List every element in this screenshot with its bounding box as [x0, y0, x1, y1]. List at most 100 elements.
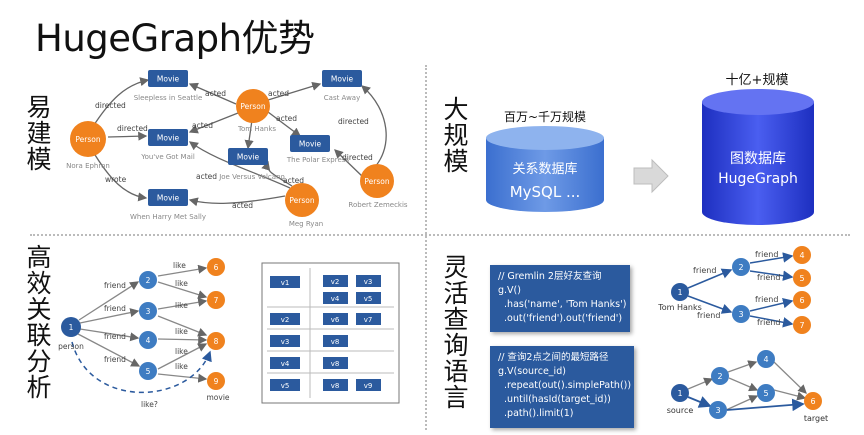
svg-text:5: 5 [146, 367, 151, 376]
adjacency-table: v1 v2 v3 v4 v5 v2 v3 v4 v5 v6 v7 v8 v8 v… [261, 262, 400, 404]
edge-friend-3 [79, 308, 140, 324]
edge-like-8b [157, 335, 208, 345]
code-line: .has('name', 'Tom Hanks') [498, 299, 627, 310]
table-right-v5: v5 [356, 292, 381, 304]
edge-label: like [175, 327, 188, 336]
node-4: 4 [139, 331, 157, 349]
svg-text:3: 3 [146, 307, 151, 316]
section-title-efficient-analysis: 高效关联分析 [23, 244, 52, 400]
edge-label: directed [117, 124, 148, 133]
scale-section: 百万~千万规模 关系数据库 MySQL ... 十亿+规模 图数据库 HugeG… [486, 73, 814, 225]
table-left-v3: v3 [270, 335, 300, 347]
q2-node-4: 4 [757, 350, 775, 368]
hugegraph-label: HugeGraph [718, 171, 798, 187]
edge-label: friend [757, 318, 780, 327]
horizontal-divider [30, 234, 850, 236]
node-6: 6 [207, 258, 225, 276]
movie-node-polar: Movie The Polar Express [286, 135, 349, 164]
edge-label: like [175, 362, 188, 371]
svg-text:Movie: Movie [237, 153, 260, 162]
edge-label: friend [104, 332, 126, 341]
code-line: .out('friend').out('friend') [498, 313, 623, 324]
person-node-tom: Person Tom Hanks [236, 89, 276, 133]
node-8: 8 [207, 332, 225, 350]
graph-db-cylinder: 图数据库 HugeGraph [702, 89, 814, 225]
node-9: 9 movie [206, 372, 230, 402]
node-5: 5 [139, 362, 157, 380]
table-left-v5: v5 [270, 379, 300, 391]
edge-like-7 [157, 281, 208, 300]
edge-label: directed [338, 117, 369, 126]
q1-node-7: 7 [793, 316, 811, 334]
svg-text:Sleepless in Seattle: Sleepless in Seattle [134, 94, 203, 102]
section-title-easy-modeling: 易建模 [23, 94, 52, 172]
edge-label: acted [192, 121, 213, 130]
svg-text:3: 3 [738, 310, 743, 319]
code-line: // 查询2点之间的最短路径 [498, 352, 609, 363]
q1-node-5: 5 [793, 269, 811, 287]
edge-like-7b [157, 297, 208, 310]
person-node-robert: Person Robert Zemeckis [348, 164, 408, 209]
svg-text:Movie: Movie [331, 75, 354, 84]
table-right-v9: v9 [356, 379, 381, 391]
edge-label: friend [104, 281, 126, 290]
table-right-v8-b: v8 [323, 357, 348, 369]
svg-text:v5: v5 [364, 295, 373, 303]
svg-text:Person: Person [364, 177, 389, 186]
svg-text:Movie: Movie [157, 134, 180, 143]
svg-text:2: 2 [717, 372, 722, 381]
edge-label: friend [697, 311, 720, 320]
edge-label: acted [205, 89, 226, 98]
relational-db-label: 关系数据库 [512, 161, 577, 177]
code-line: // Gremlin 2层好友查询 [498, 271, 602, 282]
svg-text:3: 3 [715, 406, 720, 415]
svg-text:1: 1 [677, 288, 682, 297]
edge-acted-3 [244, 119, 254, 150]
edge-like-9 [157, 373, 208, 383]
svg-text:v8: v8 [331, 382, 340, 390]
q2-node-2: 2 [711, 367, 729, 385]
edge-acted-4 [267, 81, 322, 101]
svg-text:5: 5 [799, 274, 804, 283]
edge-wrote [91, 149, 148, 202]
edge-label: acted [196, 172, 217, 181]
svg-text:Tom Hanks: Tom Hanks [237, 125, 276, 133]
code-line: .path().limit(1) [498, 408, 574, 419]
code-line: g.V() [498, 285, 521, 296]
svg-text:movie: movie [206, 393, 229, 402]
edge-like-8a [157, 315, 208, 337]
svg-text:Movie: Movie [157, 75, 180, 84]
edge-label: directed [342, 153, 373, 162]
edge-label: acted [276, 114, 297, 123]
svg-text:1: 1 [69, 323, 74, 332]
table-right-v3: v3 [356, 275, 381, 287]
edge-label: friend [104, 304, 126, 313]
edge-like-question [71, 341, 212, 394]
edge-acted-8 [261, 160, 293, 187]
svg-text:4: 4 [146, 336, 151, 345]
person-node-meg: Person Meg Ryan [285, 183, 323, 228]
edge-label: friend [693, 266, 716, 275]
edge-label: like [175, 301, 188, 310]
q2-node-1: 1 source [667, 384, 693, 415]
q1-node-1: 1 Tom Hanks [657, 283, 702, 312]
svg-text:target: target [804, 414, 828, 423]
node-2: 2 [139, 271, 157, 289]
svg-text:9: 9 [214, 377, 219, 386]
svg-text:Tom Hanks: Tom Hanks [657, 303, 702, 312]
svg-text:v7: v7 [364, 316, 373, 324]
movie-node-castaway: Movie Cast Away [322, 70, 362, 102]
svg-text:1: 1 [677, 389, 682, 398]
code-line: .repeat(out().simplePath()) [498, 380, 632, 391]
person-node-nora: Person Nora Ephron [66, 121, 110, 170]
svg-text:7: 7 [214, 296, 219, 305]
q2-node-3: 3 [709, 401, 727, 419]
edge-directed-1 [91, 77, 150, 129]
edge-friend-4 [79, 328, 140, 342]
edge-acted-6 [188, 195, 286, 207]
svg-text:Cast Away: Cast Away [324, 94, 360, 102]
section-title-flexible-query: 灵活查询语言 [440, 254, 469, 410]
edge-label: directed [95, 101, 126, 110]
q2-node-5: 5 [757, 384, 775, 402]
